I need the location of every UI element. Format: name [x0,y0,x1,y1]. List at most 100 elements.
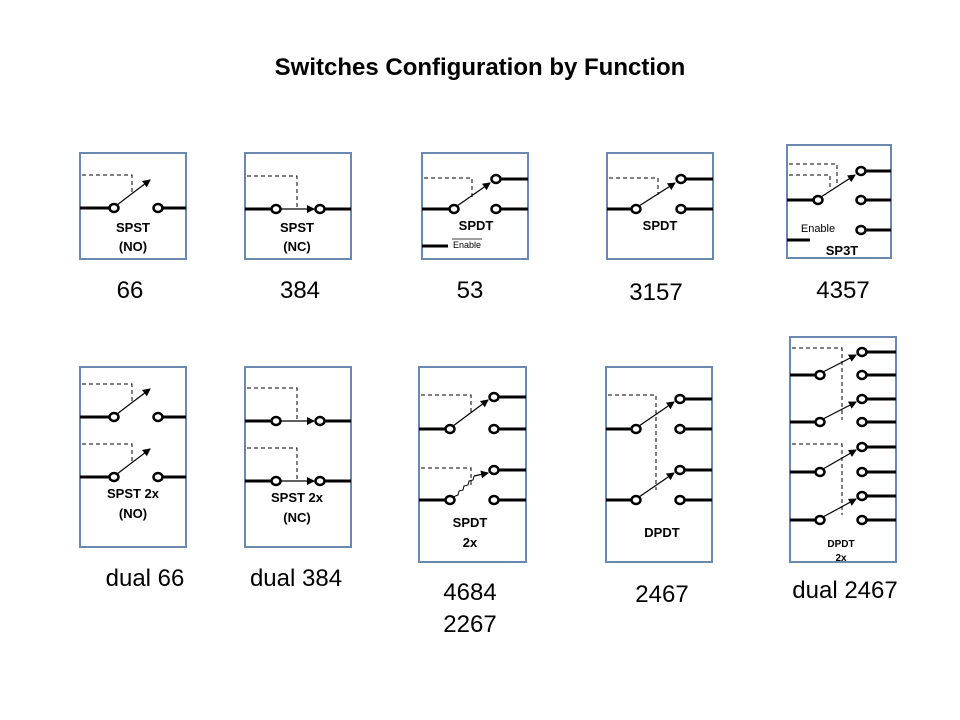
control-dashed-line [789,163,838,185]
contact-terminal [856,416,868,428]
contact-terminal [314,415,326,427]
switch-box [418,366,527,563]
switch-box [244,366,352,548]
page-title: Switches Configuration by Function [275,54,686,81]
control-dashed-line [421,467,472,488]
contact-terminal [270,203,282,215]
contact-terminal [675,173,687,185]
switch-type-label: (NO) [119,506,147,521]
part-number: 2267 [443,611,496,638]
part-number: 384 [280,277,320,304]
control-dashed-line [247,447,298,481]
contact-terminal [856,393,868,405]
contact-terminal [856,369,868,381]
control-dashed-line [792,443,843,515]
part-number: dual 2467 [792,577,897,604]
contact-terminal [314,203,326,215]
contact-terminal [488,494,500,506]
switch-1: SPST (NC) [244,152,352,260]
contact-terminal [630,494,642,506]
contact-terminal [674,494,686,506]
contact-terminal [314,475,326,487]
control-dashed-line [608,394,657,490]
contact-terminal [814,514,826,526]
contact-terminal [488,423,500,435]
switch-box [244,152,352,260]
switch-box [79,366,187,548]
part-number: dual 384 [250,565,342,592]
contact-terminal [856,346,868,358]
switch-arm-arrow [456,182,491,207]
switch-5: SPST 2x(NO) [79,366,187,548]
contact-terminal [856,441,868,453]
control-dashed-line [424,177,473,198]
switch-arm-arrow [116,179,151,206]
contact-terminal [812,194,824,206]
switch-type-label: (NC) [283,510,310,525]
contact-terminal [814,466,826,478]
contact-terminal [444,423,456,435]
switch-arm-arrow [822,354,857,373]
contact-terminal [490,203,502,215]
switch-box [606,152,714,260]
switch-arm-arrow [820,174,856,198]
switch-arm-arrow [116,448,151,475]
switch-type-label: (NC) [283,239,310,254]
contact-terminal [270,415,282,427]
contact-terminal [674,423,686,435]
switch-type-label: 2x [835,553,847,564]
control-dashed-line [247,387,298,421]
enable-label: Enable [453,240,481,250]
contact-terminal [444,494,456,506]
switch-type-label: (NO) [119,239,147,254]
switch-arm-arrow [822,449,857,470]
control-dashed-line [82,443,133,462]
contact-terminal [856,514,868,526]
spring-arm [452,475,475,498]
contact-terminal [855,194,867,206]
control-dashed-line [609,177,659,195]
enable-label: Enable [801,223,835,235]
contact-terminal [630,203,642,215]
contact-terminal [675,203,687,215]
control-dashed-line [792,347,843,420]
control-dashed-line [789,174,831,190]
switch-type-label: SP3T [826,243,859,258]
switch-box [421,152,529,260]
part-number: 4357 [816,277,869,304]
switch-type-label: SPST [116,220,150,235]
switch-0: SPST (NO) [79,152,187,260]
contact-terminal [152,202,164,214]
contact-terminal [488,391,500,403]
switch-arm-arrow [822,498,857,518]
part-number: dual 66 [106,565,185,592]
contact-terminal [674,393,686,405]
switch-type-label: SPDT [459,218,494,233]
contact-terminal [814,416,826,428]
contact-terminal [152,411,164,423]
switch-type-label: SPST [280,220,314,235]
switch-box [789,336,897,563]
part-number: 66 [117,277,144,304]
switch-3: SPDT [606,152,714,260]
contact-terminal [855,165,867,177]
switch-arm-arrow [638,182,676,207]
control-dashed-line [421,394,472,415]
switch-arm-arrow [452,399,489,427]
contact-terminal [855,224,867,236]
switch-type-label: SPDT [643,218,678,233]
contact-terminal [488,464,500,476]
part-number: 2467 [635,581,688,608]
contact-terminal [490,173,502,185]
part-number: 53 [457,277,484,304]
part-number: 4684 [443,579,496,606]
switch-arm-arrow [116,388,151,415]
part-number: 3157 [629,279,682,306]
contact-terminal [674,464,686,476]
control-dashed-line [247,175,298,209]
contact-terminal [270,475,282,487]
switch-type-label: 2x [463,535,478,550]
contact-terminal [448,203,460,215]
switch-type-label: DPDT [827,539,854,550]
